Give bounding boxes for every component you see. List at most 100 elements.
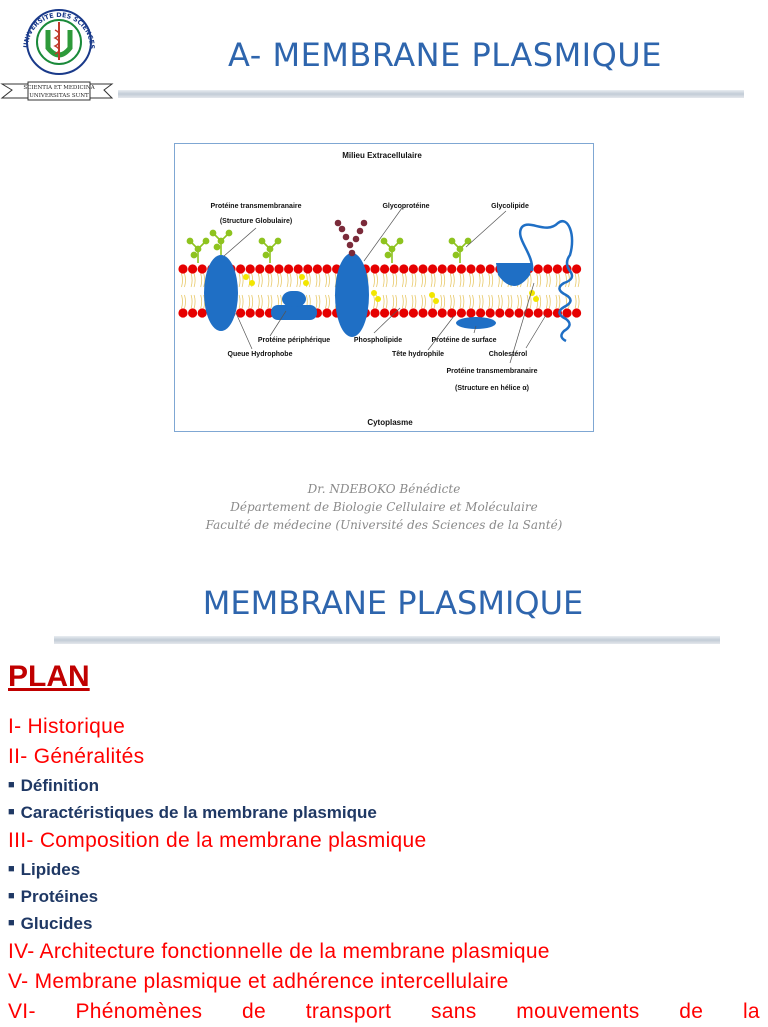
- transmembrane-protein-glyco: [335, 253, 369, 337]
- cholesterol-molecule: [371, 290, 377, 296]
- credits: Dr. NDEBOKO Bénédicte Département de Bio…: [100, 480, 668, 534]
- phospholipid-head: [370, 264, 379, 273]
- bullet-icon: ■: [8, 890, 15, 902]
- phospholipid-head: [457, 308, 466, 317]
- cholesterol-molecule: [533, 296, 539, 302]
- outline-item-6: VI- Phénomènes de transport sans mouveme…: [8, 997, 760, 1027]
- outline-subitem-text: Glucides: [21, 914, 93, 933]
- logo-banner-line2: UNIVERSITAS SUNT: [29, 93, 89, 99]
- phospholipid-head: [178, 308, 187, 317]
- credit-department: Département de Biologie Cellulaire et Mo…: [100, 498, 668, 516]
- label-cholesterol: Cholestérol: [489, 351, 528, 358]
- outline-item-5: V- Membrane plasmique et adhérence inter…: [8, 967, 760, 997]
- label-prot-trans-globular-2: (Structure Globulaire): [220, 218, 292, 225]
- phospholipid-head: [370, 308, 379, 317]
- label-glycoprotein: Glycoprotéine: [382, 203, 429, 210]
- slide2-title: MEMBRANE PLASMIQUE: [0, 584, 768, 622]
- phospholipid-head: [274, 264, 283, 273]
- phospholipid-head: [447, 308, 456, 317]
- extracellular-label: Milieu Extracellulaire: [342, 151, 422, 160]
- university-logo: UNIVERSITE DES SCIENCES DE LA SANTE SCIE…: [0, 0, 116, 104]
- outline-item-3: III- Composition de la membrane plasmiqu…: [8, 826, 760, 856]
- cholesterol-molecule: [243, 274, 249, 280]
- outline-subitem: ■Lipides: [8, 856, 760, 883]
- outline-item-2: II- Généralités: [8, 742, 760, 772]
- cholesterol-molecule: [249, 280, 255, 286]
- phospholipid-head: [303, 264, 312, 273]
- phospholipid-head: [524, 308, 533, 317]
- cholesterol-molecule: [375, 296, 381, 302]
- label-peripheral-protein: Protéine périphérique: [258, 337, 330, 344]
- bullet-icon: ■: [8, 779, 15, 791]
- phospholipid-head: [457, 264, 466, 273]
- phospholipid-head: [476, 308, 485, 317]
- phospholipid-head: [572, 308, 581, 317]
- phospholipid-head: [562, 308, 571, 317]
- phospholipid-head: [534, 308, 543, 317]
- phospholipid-head: [198, 264, 207, 273]
- phospholipid-head: [438, 308, 447, 317]
- slide2-divider: [54, 636, 720, 644]
- outline-subitem: ■ Glucides: [8, 910, 760, 937]
- outline-item-6-word: sans: [431, 997, 477, 1027]
- phospholipid-head: [505, 308, 514, 317]
- outline-item-6-word: Phénomènes: [75, 997, 202, 1027]
- peripheral-protein: [271, 305, 317, 320]
- phospholipid-head: [466, 264, 475, 273]
- phospholipid-head: [543, 264, 552, 273]
- bullet-icon: ■: [8, 917, 15, 929]
- membrane-diagram: Milieu Extracellulaire Protéine transmem…: [174, 143, 594, 432]
- phospholipid-head: [572, 264, 581, 273]
- phospholipid-head: [534, 264, 543, 273]
- logo-banner-line1: SCIENTIA ET MEDICINA: [23, 85, 95, 91]
- phospholipid-head: [322, 308, 331, 317]
- plan-heading: PLAN: [8, 660, 90, 694]
- phospholipid-head: [447, 264, 456, 273]
- outline-item-6-word: mouvements: [516, 997, 639, 1027]
- cholesterol-molecule: [529, 290, 535, 296]
- phospholipid-head: [178, 264, 187, 273]
- phospholipid-head: [428, 308, 437, 317]
- phospholipid-head: [399, 308, 408, 317]
- phospholipid-head: [390, 264, 399, 273]
- outline-item-6-word: de: [242, 997, 266, 1027]
- transmembrane-protein-globular: [204, 255, 238, 331]
- label-phospholipid: Phospholipide: [354, 337, 402, 344]
- label-prot-trans-globular-1: Protéine transmembranaire: [210, 203, 301, 210]
- phospholipid-head: [246, 308, 255, 317]
- outline-item-4: IV- Architecture fonctionnelle de la mem…: [8, 937, 760, 967]
- outline-item-1: I- Historique: [8, 712, 760, 742]
- phospholipid-head: [438, 264, 447, 273]
- phospholipid-head: [399, 264, 408, 273]
- phospholipid-head: [514, 308, 523, 317]
- cholesterol-molecule: [299, 274, 305, 280]
- outline-subitem: ■Protéines: [8, 883, 760, 910]
- outline-subitem-text: Définition: [21, 776, 99, 795]
- slide1-title: A- MEMBRANE PLASMIQUE: [130, 36, 760, 74]
- phospholipid-head: [284, 264, 293, 273]
- phospholipid-head: [543, 308, 552, 317]
- outline-item-6-word: de: [679, 997, 703, 1027]
- phospholipid-head: [380, 308, 389, 317]
- label-hydrophobic-tail: Queue Hydrophobe: [228, 351, 293, 358]
- phospholipid-head: [255, 264, 264, 273]
- outline-subitem-text: Caractéristiques de la membrane plasmiqu…: [21, 803, 377, 822]
- label-glycolipid: Glycolipide: [491, 203, 529, 210]
- phospholipid-head: [255, 308, 264, 317]
- phospholipid-head: [265, 264, 274, 273]
- cholesterol-molecule: [433, 298, 439, 304]
- phospholipid-head: [236, 264, 245, 273]
- phospholipid-head: [486, 308, 495, 317]
- phospholipid-head: [466, 308, 475, 317]
- outline-item-6-word: VI-: [8, 997, 36, 1027]
- cholesterol-molecule: [303, 280, 309, 286]
- outline-subitem: ■ Définition: [8, 772, 760, 799]
- outline-item-6-word: transport: [306, 997, 392, 1027]
- outline-item-6-word: la: [743, 997, 760, 1027]
- credit-author: Dr. NDEBOKO Bénédicte: [100, 480, 668, 498]
- phospholipid-head: [322, 264, 331, 273]
- phospholipid-head: [188, 264, 197, 273]
- outline-subitem: ■ Caractéristiques de la membrane plasmiq…: [8, 799, 760, 826]
- cytoplasm-label: Cytoplasme: [367, 418, 413, 427]
- bullet-icon: ■: [8, 806, 15, 818]
